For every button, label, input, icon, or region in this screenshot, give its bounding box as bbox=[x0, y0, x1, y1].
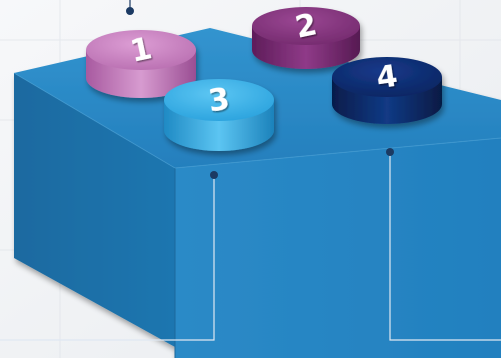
connector-dot-4 bbox=[386, 148, 394, 156]
stud-2: 2 bbox=[252, 7, 360, 69]
stud-3: 3 bbox=[164, 79, 274, 151]
block-front-face bbox=[175, 138, 501, 358]
stud-4: 4 bbox=[332, 57, 442, 124]
connector-dot-top bbox=[126, 7, 134, 15]
connector-dot-3 bbox=[210, 171, 218, 179]
